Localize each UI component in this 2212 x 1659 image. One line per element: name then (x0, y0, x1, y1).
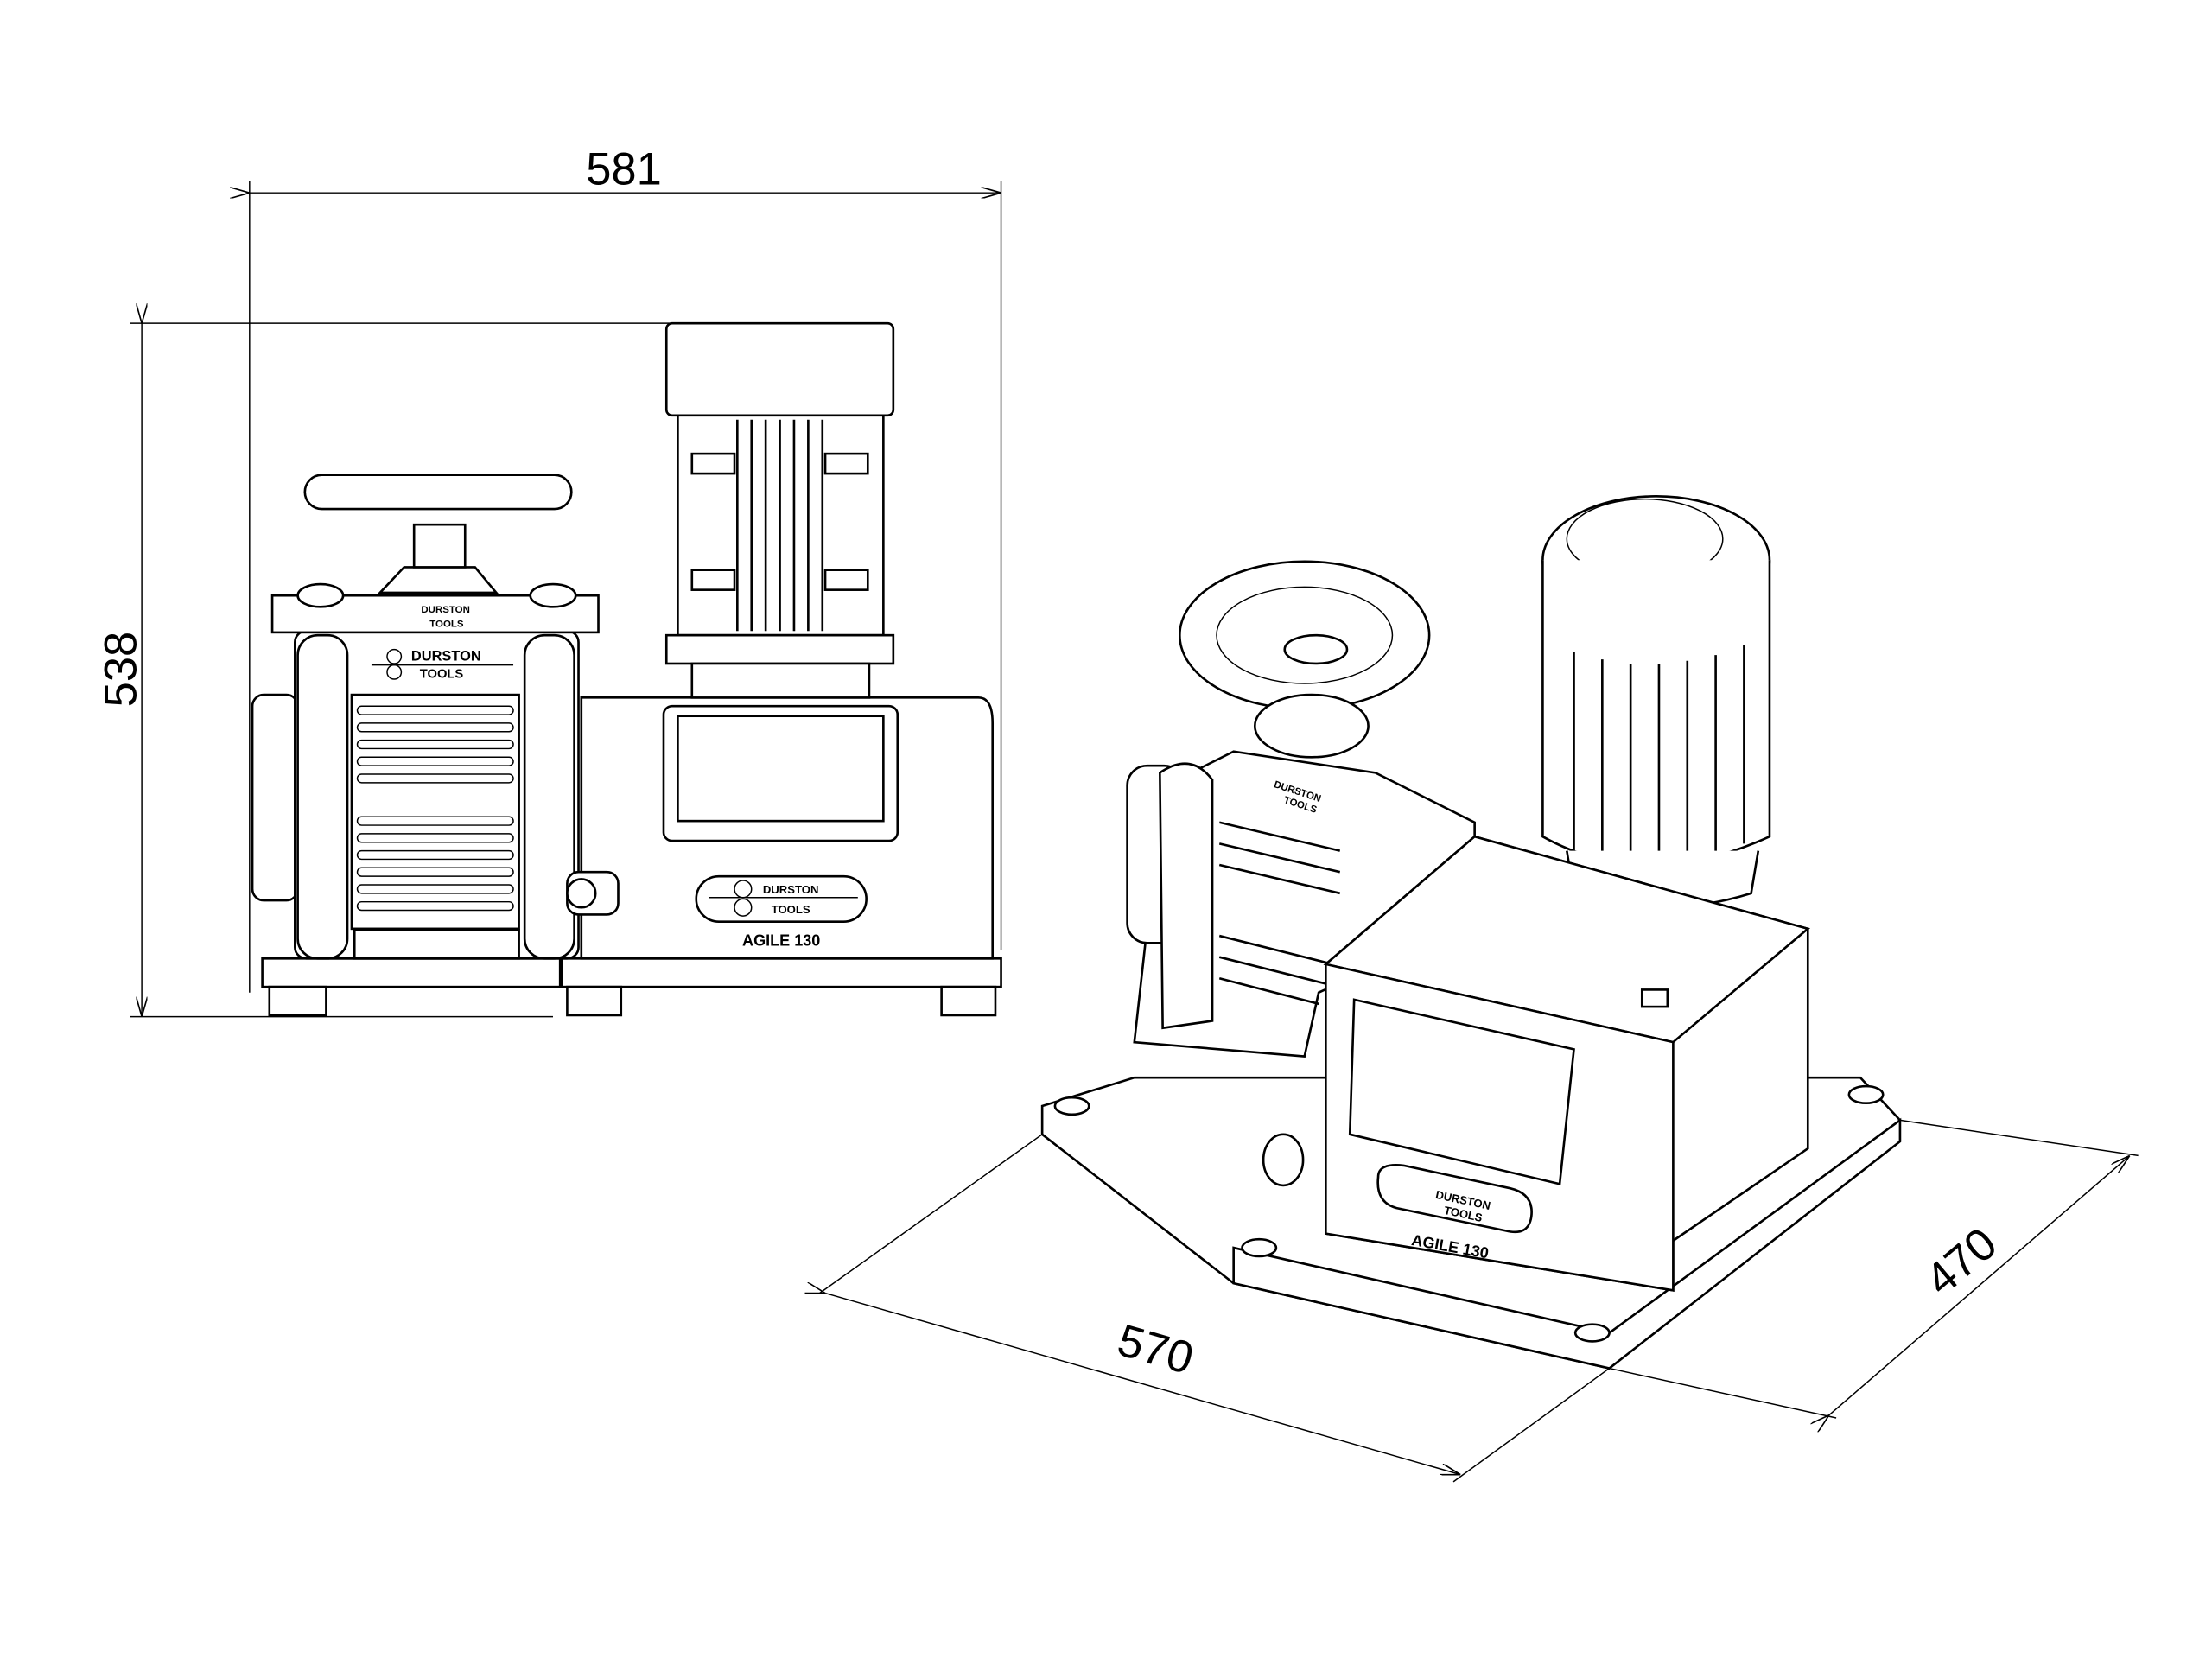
dimension-label-538: 538 (96, 632, 147, 708)
dimension-label-570: 570 (1112, 1314, 1198, 1384)
dimension-label-470: 470 (1916, 1217, 2006, 1306)
dimension-width-581: 581 (250, 143, 1002, 993)
dimension-label-581: 581 (586, 143, 662, 194)
dimension-height-538: 538 (96, 323, 868, 1018)
brand-text: TOOLS (420, 667, 464, 681)
brand-badge (695, 874, 868, 923)
iso-display-screen (1348, 998, 1575, 1185)
vent-slots (356, 705, 514, 912)
brand-text: DURSTON (411, 649, 481, 664)
brand-text: TOOLS (772, 903, 810, 916)
iso-motor-fins (1573, 645, 1745, 862)
iso-vent-slots (1218, 821, 1341, 1006)
motor-fins (736, 419, 824, 632)
brand-text: TOOLS (429, 619, 464, 629)
model-label: AGILE 130 (742, 932, 820, 950)
brand-text: DURSTON (763, 883, 819, 896)
handwheel (303, 474, 573, 511)
iso-brand-badge (1376, 1164, 1533, 1234)
isometric-view-machine: DURSTON TOOLS AGILE 130 DURSTON TOOLS (1040, 495, 1902, 1370)
brand-text: DURSTON (421, 605, 470, 615)
front-view-machine: DURSTON TOOLS DURSTON TOOLS DURSTON TOOL… (251, 321, 1002, 1017)
display-screen (677, 715, 885, 823)
